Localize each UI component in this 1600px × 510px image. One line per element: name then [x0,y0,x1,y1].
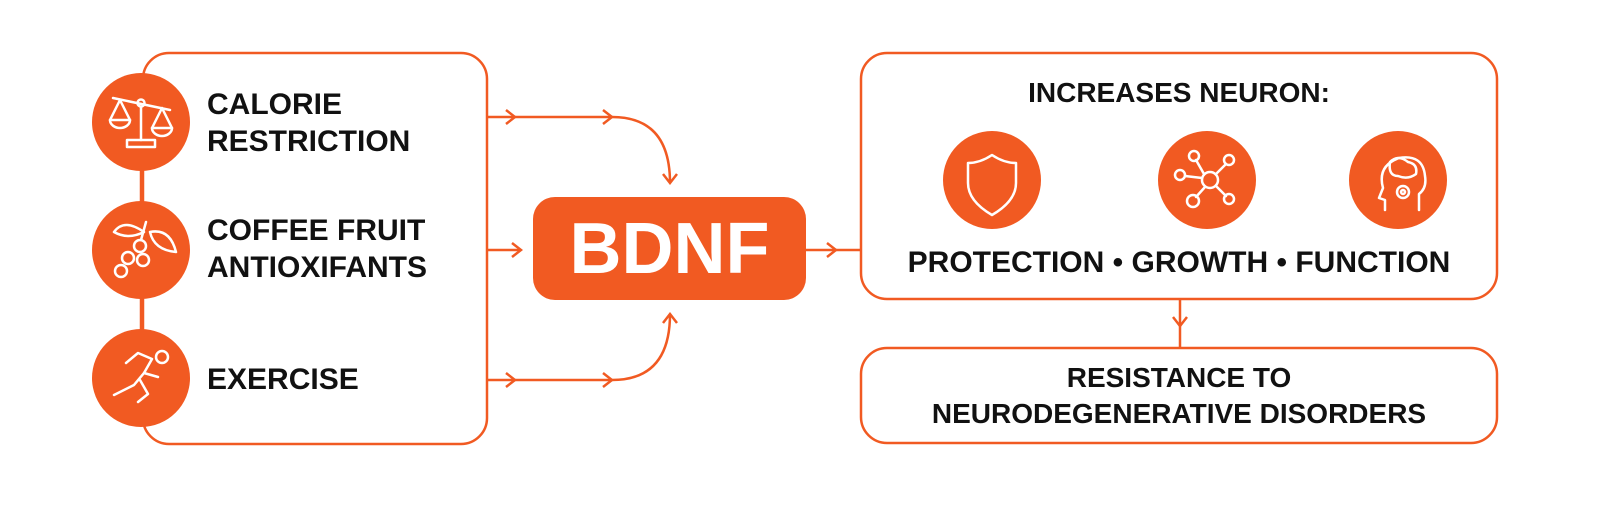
effects-labels: PROTECTION • GROWTH • FUNCTION [908,246,1451,279]
effect-label-function: FUNCTION [1295,246,1450,279]
neuron-network-icon [1173,149,1236,209]
effects-box: INCREASES NEURON: PROTECTION • GROWTH • … [859,51,1499,301]
input-label-line: ANTIOXIFANTS [207,251,427,284]
scale-icon [108,96,174,149]
bdnf-box: BDNF [533,197,806,300]
input-label-line: RESTRICTION [207,125,410,158]
outcome-box: RESISTANCE TO NEURODEGENERATIVE DISORDER… [859,346,1499,445]
input-label-line: COFFEE FRUIT [207,214,425,247]
brain-gear-icon [1377,156,1427,212]
input-label-line: CALORIE [207,88,342,121]
outcome-line: NEURODEGENERATIVE DISORDERS [932,398,1426,429]
shield-icon [966,153,1018,217]
coffee-fruit-icon [112,220,178,279]
effect-label-growth: GROWTH [1132,246,1269,279]
outcome-line: RESISTANCE TO [1067,362,1292,393]
bdnf-label: BDNF [570,209,770,289]
arrows-to-bdnf [487,117,670,380]
effect-label-protection: PROTECTION [908,246,1105,279]
separator-dot: • [1113,246,1124,279]
separator-dot: • [1277,246,1288,279]
input-coffee-fruit: COFFEE FRUIT ANTIOXIFANTS [92,201,427,299]
runner-icon [112,349,170,404]
input-calorie-restriction: CALORIE RESTRICTION [92,73,410,171]
effects-heading: INCREASES NEURON: [1028,77,1330,108]
input-label-line: EXERCISE [207,363,359,396]
input-exercise: EXERCISE [92,329,359,427]
